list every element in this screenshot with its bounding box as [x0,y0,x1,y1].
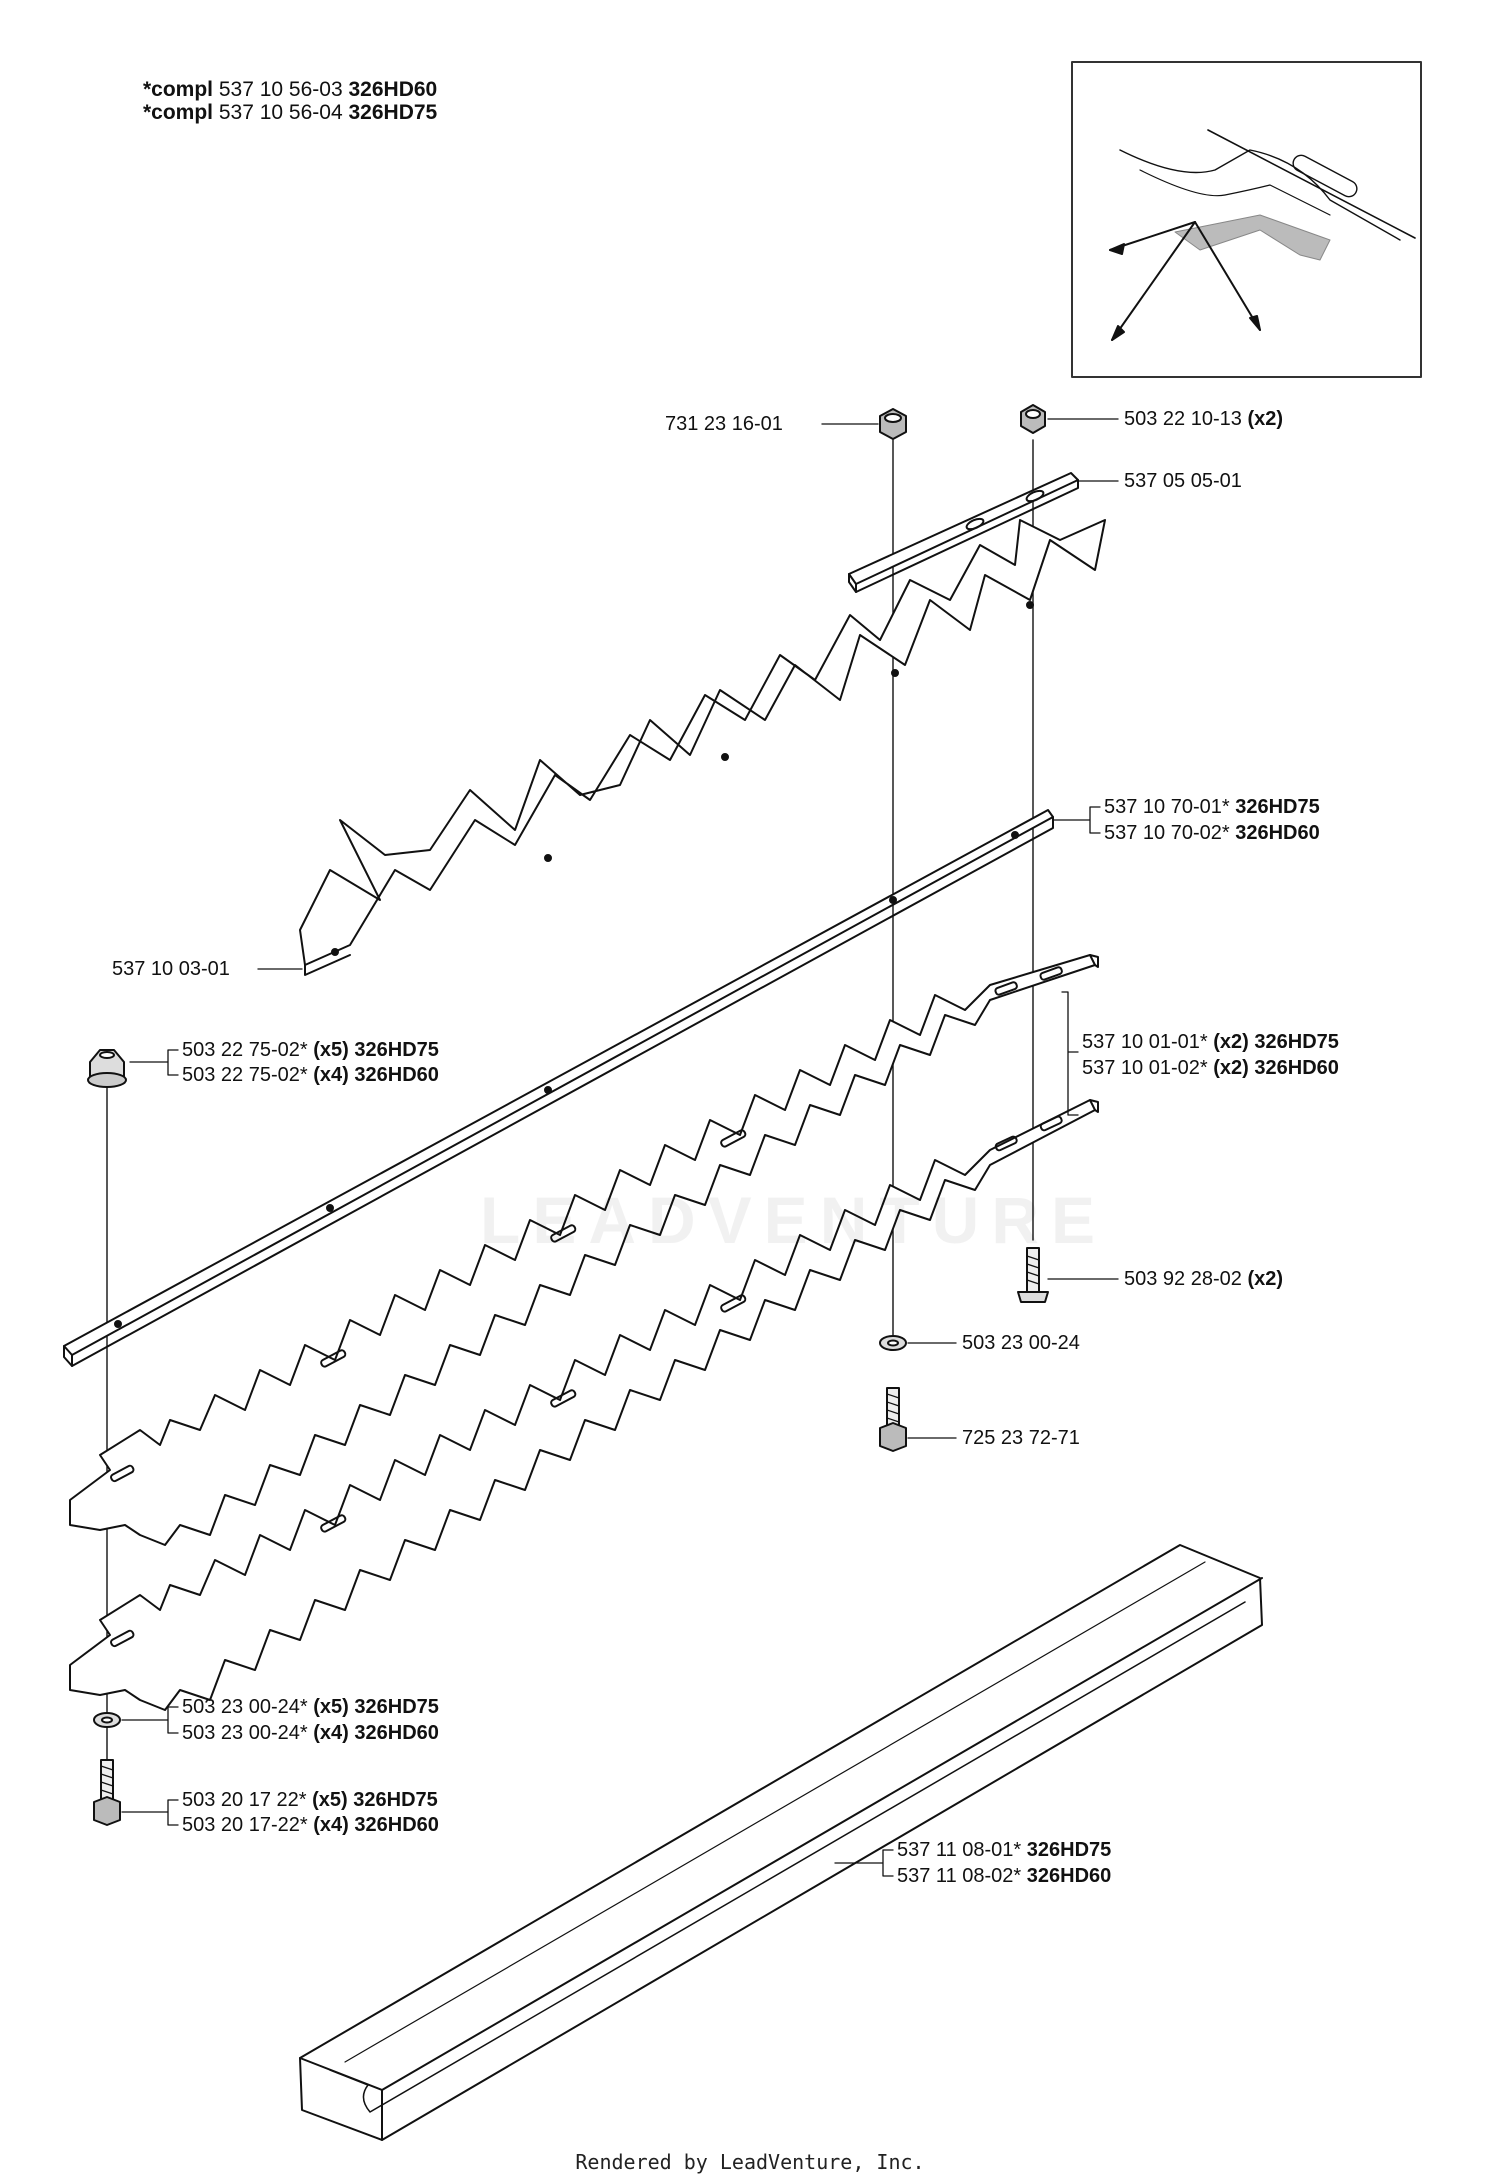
header-prefix: *compl [143,78,214,101]
watermark: LEADVENTURE [480,1183,1108,1257]
header-line-1: *compl 537 10 56-03 326HD60 [143,78,437,102]
header-line-2: *compl 537 10 56-04 326HD75 [143,101,437,125]
header-part-number: 537 10 56-04 [218,101,343,124]
callout-label: 537 10 03-01 [112,958,230,980]
callout-label: 503 22 75-02* (x5) 326HD75 [182,1039,439,1061]
callout-label: 503 20 17-22* (x4) 326HD60 [182,1814,439,1836]
callout-label: 503 23 00-24 [962,1332,1080,1354]
nut-731-23-16-01 [879,408,907,440]
callout-label: 537 05 05-01 [1124,470,1242,492]
callout-label: 537 11 08-01* 326HD75 [897,1839,1112,1861]
washer-503-23-00-24-left [93,1712,121,1728]
callout-label: 537 10 70-02* 326HD60 [1104,822,1320,844]
header-model: 326HD60 [348,78,438,101]
footer-credit: Rendered by LeadVenture, Inc. [575,2150,925,2174]
cutter-blade-upper [69,954,1099,1546]
callout-label: 503 22 10-13 (x2) [1124,408,1284,430]
callout-label: 537 10 01-02* (x2) 326HD60 [1082,1057,1339,1079]
toothed-plate-537-10-03-01 [299,519,1106,976]
cutter-blade-lower [69,1099,1099,1711]
callout-label: 503 92 28-02 (x2) [1124,1268,1284,1290]
callout-label: 537 10 01-01* (x2) 326HD75 [1082,1031,1339,1053]
flat-bar-537-10-70 [63,809,1054,1367]
washer-503-23-00-24 [879,1335,907,1351]
screw-503-92-28-02 [1017,1247,1049,1303]
nut-503-22-10-13 [1020,404,1046,434]
bolt-503-20-17-22 [93,1759,121,1826]
guide-plate-537-05-05-01 [848,472,1079,593]
header-prefix: *compl [143,101,214,124]
callout-label: 503 22 75-02* (x4) 326HD60 [182,1064,439,1086]
flange-nut-503-22-75-02 [87,1049,127,1088]
callout-label: 725 23 72-71 [962,1427,1080,1449]
callout-label: 537 10 70-01* 326HD75 [1104,796,1320,818]
leader-lines [121,418,1119,1877]
header-model: 326HD75 [348,101,438,124]
callout-label: 503 20 17 22* (x5) 326HD75 [182,1789,438,1811]
callout-label: 537 11 08-02* 326HD60 [897,1865,1112,1887]
callout-label: 503 23 00-24* (x4) 326HD60 [182,1722,439,1744]
blade-guard-537-11-08 [299,1544,1263,2141]
detail-inset [1071,61,1422,378]
header-part-number: 537 10 56-03 [218,78,343,101]
callout-label: 503 23 00-24* (x5) 326HD75 [182,1696,439,1718]
callout-label: 731 23 16-01 [665,413,783,435]
bolt-725-23-72-71 [879,1387,907,1452]
